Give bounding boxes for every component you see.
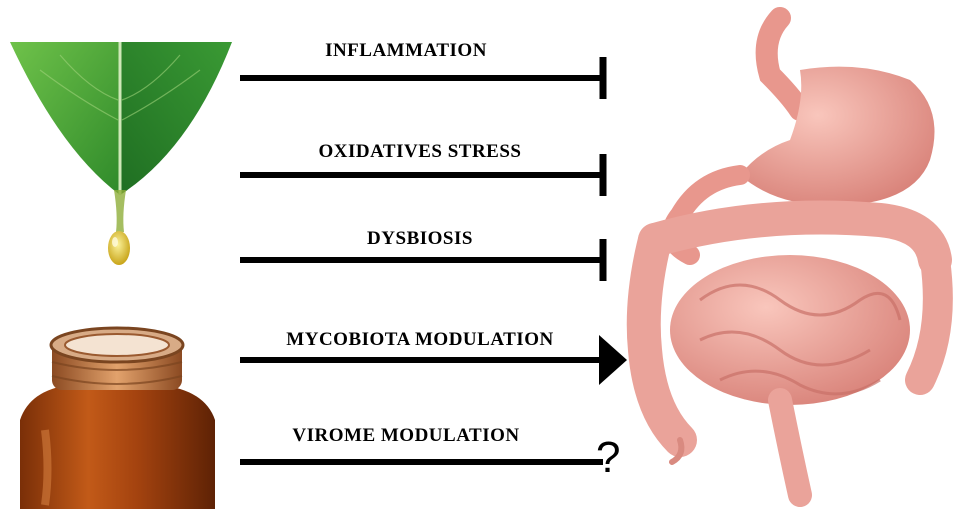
effect-label-oxidative-stress: OXIDATIVES STRESS [319, 141, 522, 163]
leaf-image [10, 42, 232, 265]
effect-label-inflammation: INFLAMMATION [325, 40, 487, 62]
effect-label-dysbiosis: DYSBIOSIS [367, 228, 473, 250]
unknown-effect-marker: ? [596, 436, 620, 480]
digestive-tract-image [644, 18, 938, 495]
effect-label-virome-modulation: VIROME MODULATION [292, 425, 519, 447]
bottle-image [20, 328, 215, 509]
effect-label-mycobiota-modulation: MYCOBIOTA MODULATION [286, 329, 553, 351]
arrowhead-3 [599, 335, 627, 385]
effect-arrows [240, 57, 627, 462]
